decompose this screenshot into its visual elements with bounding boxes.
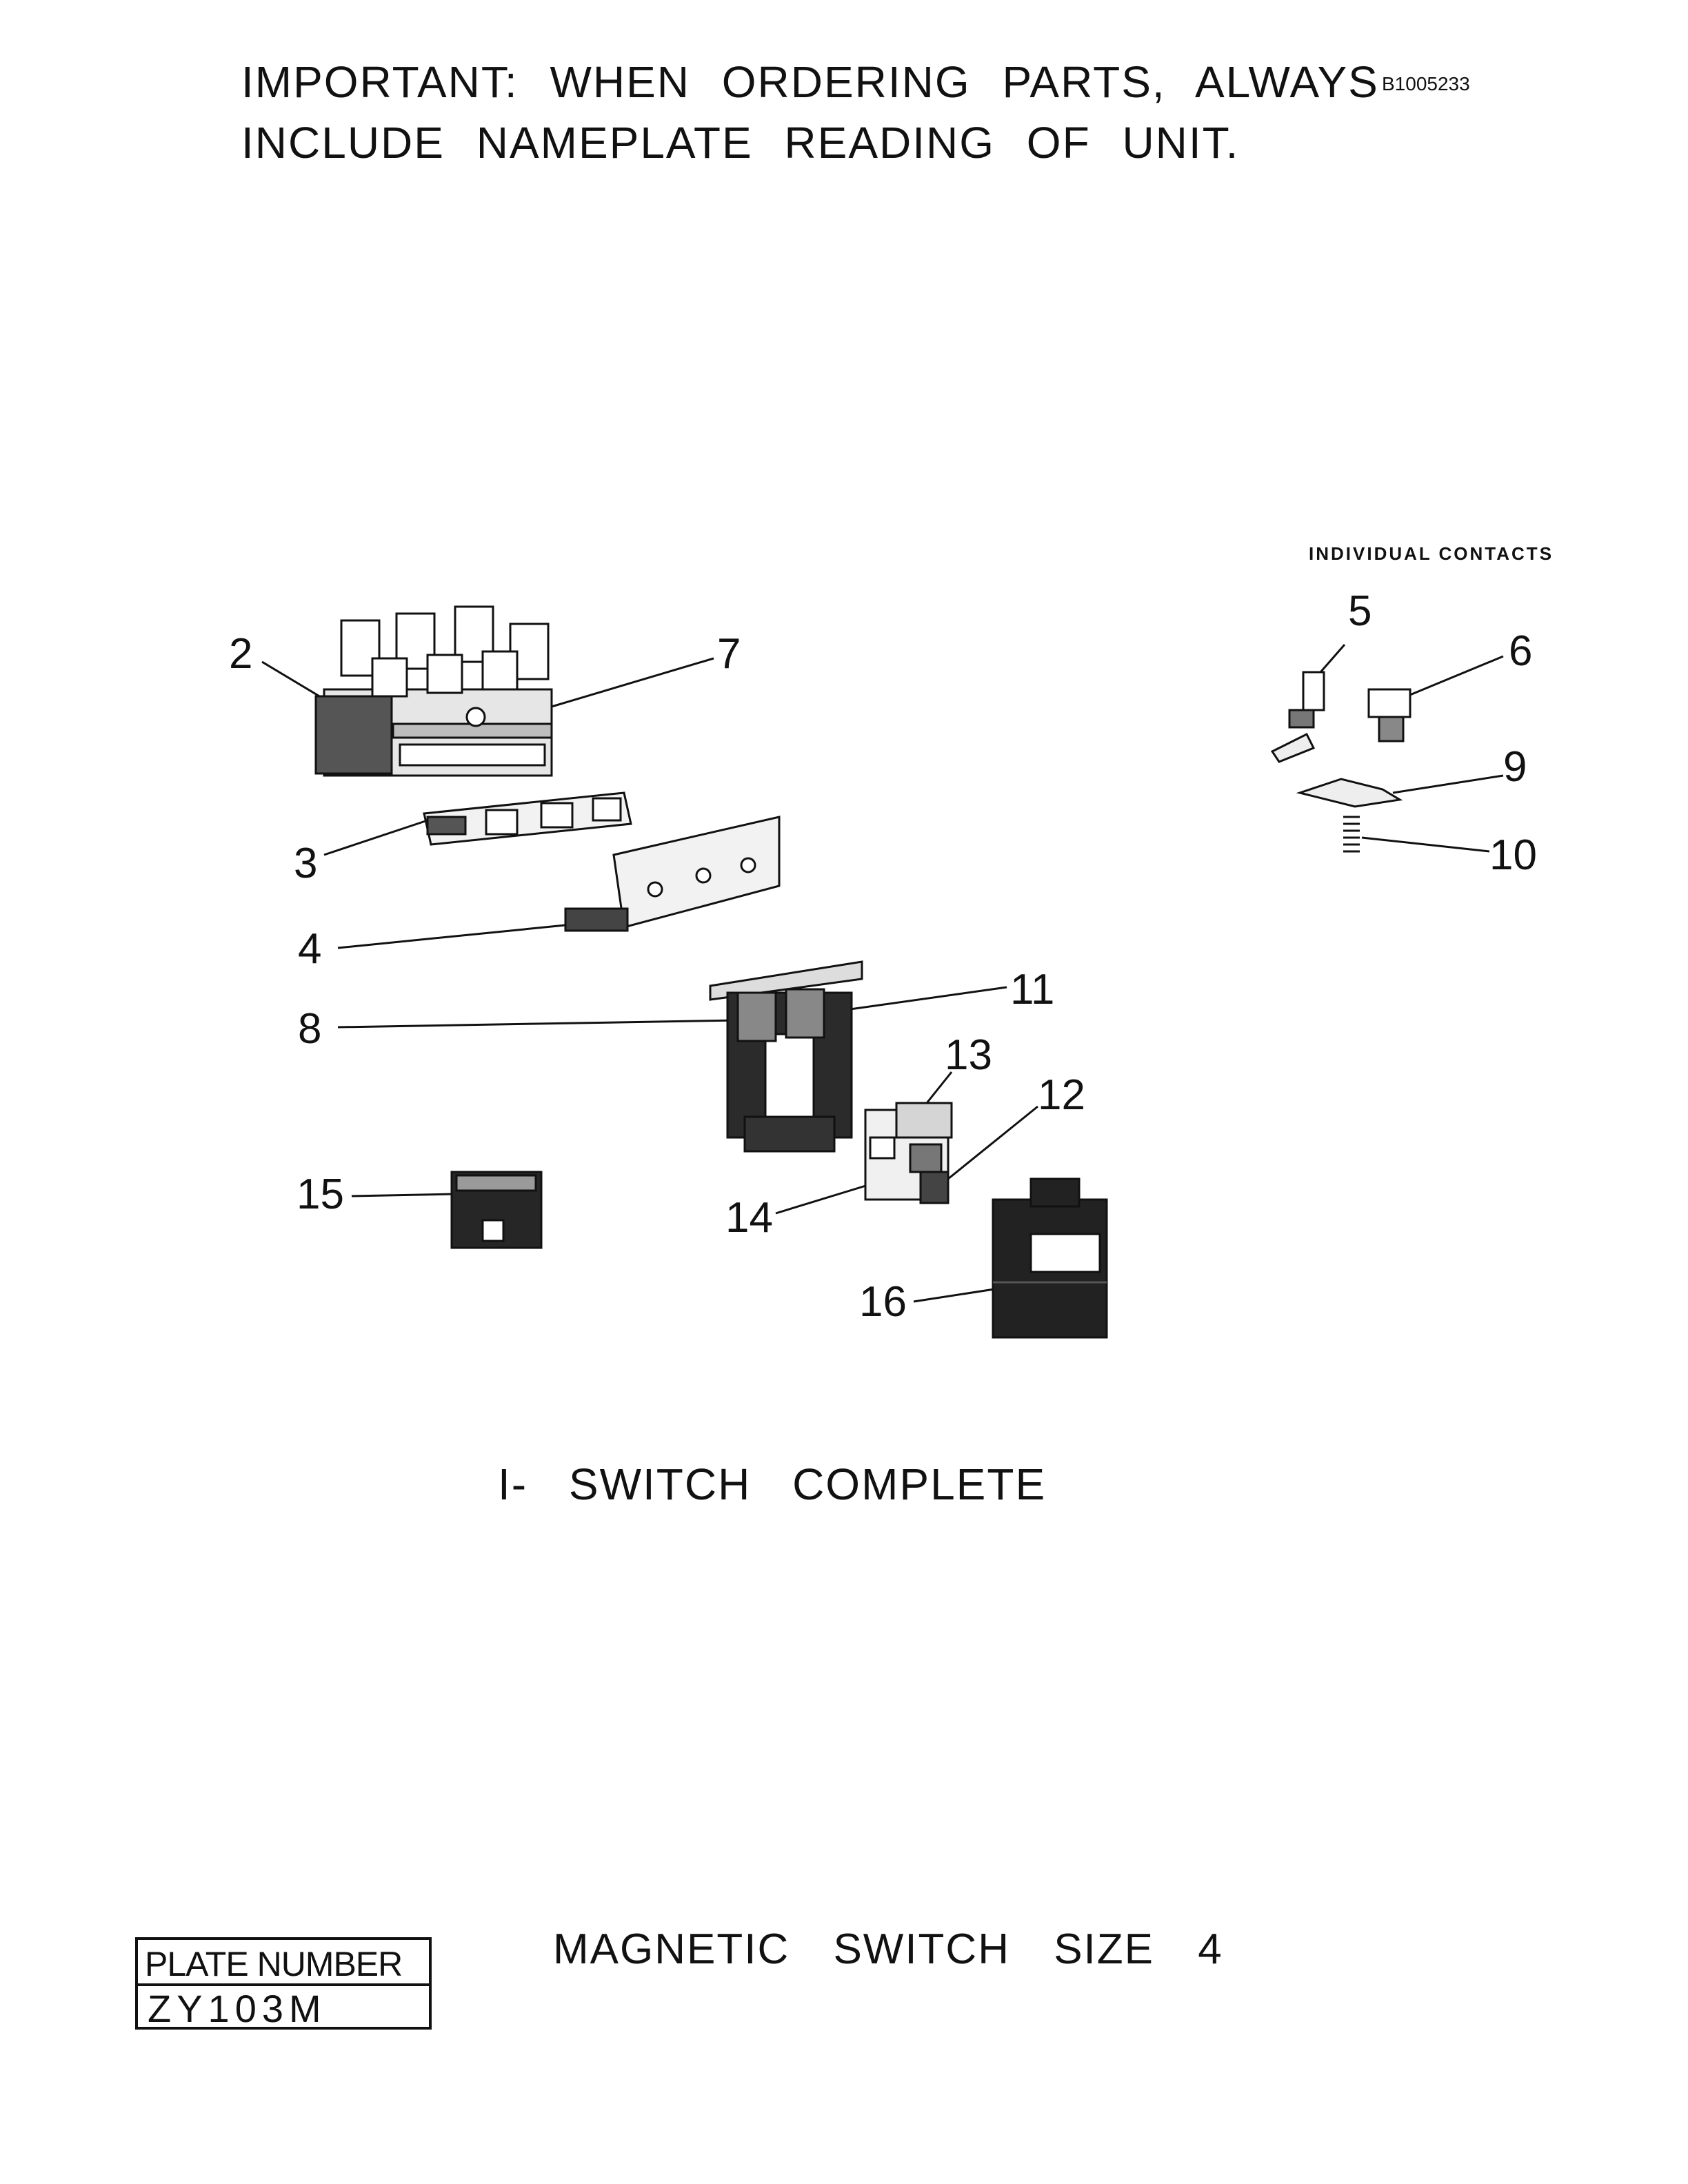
- leader-4: [337, 922, 580, 949]
- leader-lines: [261, 644, 1504, 1303]
- individual-contacts-parts: [1270, 671, 1411, 853]
- drawing-title: MAGNETIC SWITCH SIZE 4: [553, 1925, 1223, 1973]
- callout-8: 8: [298, 1005, 322, 1053]
- contact-bar-part: [423, 791, 632, 846]
- plate-number-box: PLATE NUMBER ZY103M: [135, 1937, 432, 2030]
- callout-15: 15: [297, 1171, 344, 1218]
- callout-5: 5: [1348, 587, 1372, 635]
- notice-line-1: IMPORTANT: WHEN ORDERING PARTS, ALWAYS: [241, 57, 1379, 107]
- base-plate-part: [564, 816, 781, 932]
- small-coil-part: [450, 1171, 543, 1249]
- leader-10: [1361, 836, 1490, 853]
- callout-7: 7: [717, 630, 741, 678]
- callout-14: 14: [725, 1194, 773, 1242]
- leader-12: [947, 1105, 1038, 1180]
- contact-block-part: [314, 605, 553, 777]
- document-id: B1005233: [1382, 73, 1470, 94]
- callout-2: 2: [229, 630, 253, 678]
- coil-part: [992, 1177, 1108, 1339]
- leader-8: [337, 1019, 738, 1029]
- notice-line-2: INCLUDE NAMEPLATE READING OF UNIT.: [241, 118, 1240, 168]
- leader-16: [913, 1288, 995, 1303]
- leader-3: [323, 819, 428, 856]
- callout-13: 13: [945, 1031, 992, 1079]
- plate-label-row: PLATE NUMBER: [138, 1940, 429, 1986]
- plate-number-value: ZY103M: [148, 1987, 327, 2030]
- overload-block-part: [864, 1102, 953, 1204]
- leader-14: [775, 1183, 871, 1215]
- individual-contacts-heading: INDIVIDUAL CONTACTS: [1309, 543, 1554, 564]
- callout-16: 16: [859, 1278, 907, 1326]
- switch-complete-caption: I- SWITCH COMPLETE: [498, 1459, 1047, 1509]
- plate-value-row: ZY103M: [138, 1983, 429, 2030]
- plate-number-label: PLATE NUMBER: [145, 1945, 403, 1983]
- leader-5: [1319, 644, 1346, 673]
- callout-3: 3: [294, 840, 318, 887]
- leader-15: [351, 1193, 454, 1197]
- leader-9: [1392, 774, 1504, 794]
- leader-7: [551, 657, 714, 708]
- callout-10: 10: [1489, 831, 1537, 879]
- leader-13: [923, 1071, 953, 1107]
- callout-9: 9: [1503, 743, 1527, 791]
- callout-11: 11: [1010, 966, 1055, 1013]
- leader-6: [1406, 655, 1504, 698]
- callout-12: 12: [1038, 1071, 1085, 1119]
- callout-6: 6: [1509, 627, 1533, 675]
- magnet-frame-part: [709, 960, 863, 1153]
- callout-4: 4: [298, 925, 322, 973]
